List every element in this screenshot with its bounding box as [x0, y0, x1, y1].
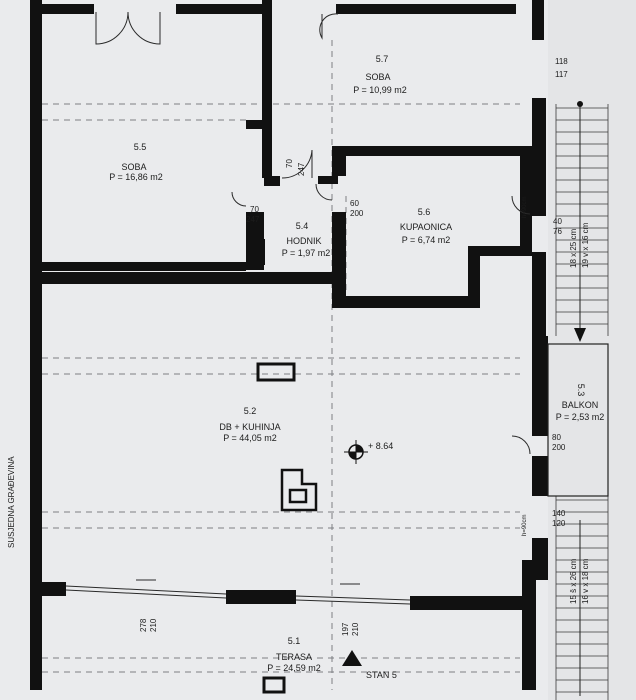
stair-spec-lower-line2: 16 v x 18 cm [581, 558, 590, 604]
walls [30, 0, 548, 694]
room-name: TERASA [276, 652, 312, 662]
parapet-height-lower: h=90cm [522, 514, 528, 536]
room-area: P = 44,05 m2 [223, 433, 277, 443]
dimension-text: 76 [553, 227, 562, 236]
dimension-text: 278 [139, 618, 148, 632]
level-marker [344, 440, 368, 464]
room-name: KUPAONICA [400, 222, 452, 232]
dimension-text: 118 [555, 57, 568, 66]
dimension-text: 70 [285, 159, 294, 168]
stair-spec-lower-line1: 15 š x 26 cm [569, 558, 578, 604]
room-label-5-4: 5.4 HODNIK P = 1,97 m2 [282, 221, 331, 258]
room-label-5-1: 5.1 TERASA P = 24,59 m2 [267, 636, 321, 673]
dimension-text: 200 [350, 209, 364, 218]
apartment-label: STAN 5 [366, 670, 397, 680]
dimension-text: 197 [341, 622, 350, 636]
room-label-5-7: 5.7 SOBA P = 10,99 m2 [353, 54, 407, 95]
dimension-text: 140 [552, 509, 566, 518]
stair-arrow-head-upper [574, 328, 586, 342]
dashed-guides [42, 40, 520, 690]
dimension-text: 247 [297, 162, 306, 176]
room-name: HODNIK [286, 236, 321, 246]
dimension-labels: 118 117 70 247 70 247 60 200 40 76 80 20… [139, 57, 568, 636]
room-name: SOBA [365, 72, 390, 82]
room-area: P = 10,99 m2 [353, 85, 407, 95]
dimension-text: 210 [149, 618, 158, 632]
dimension-text: 117 [555, 70, 568, 79]
room-label-5-5: 5.5 SOBA P = 16,86 m2 [109, 142, 163, 182]
parapet-height-upper: h=90cm [522, 196, 528, 218]
room-number: 5.4 [296, 221, 309, 231]
door-swings [95, 11, 531, 455]
room-label-5-2: 5.2 DB + KUHINJA P = 44,05 m2 [219, 406, 280, 443]
room-name: BALKON [562, 400, 599, 410]
stairs [555, 104, 609, 700]
room-number: 5.5 [134, 142, 147, 152]
room-number: 5.1 [288, 636, 301, 646]
room-number: 5.3 [576, 384, 586, 397]
dimension-text: 210 [351, 622, 360, 636]
room-area: P = 2,53 m2 [556, 412, 605, 422]
terrace-window-lines [65, 579, 411, 605]
room-name: SOBA [121, 162, 146, 172]
dimension-text: 80 [552, 433, 561, 442]
room-area: P = 16,86 m2 [109, 172, 163, 182]
room-area: P = 6,74 m2 [402, 235, 451, 245]
dimension-text: 200 [552, 443, 566, 452]
room-number: 5.6 [418, 207, 431, 217]
room-area: P = 24,59 m2 [267, 663, 321, 673]
chimney-block [280, 468, 318, 512]
dimension-text: 247 [246, 215, 260, 224]
right-strip [548, 0, 636, 700]
dimension-text: 60 [350, 199, 359, 208]
stair-spec-upper-line2: 19 v x 16 cm [581, 222, 590, 268]
balcony-outline [547, 343, 609, 497]
room-area: P = 1,97 m2 [282, 248, 331, 258]
level-mark-text: + 8.64 [368, 441, 393, 451]
room-number: 5.2 [244, 406, 257, 416]
neighbouring-building-label: SUSJEDNA GRAĐEVINA [7, 456, 16, 548]
room-label-5-6: 5.6 KUPAONICA P = 6,74 m2 [400, 207, 452, 245]
room-name: DB + KUHINJA [219, 422, 280, 432]
stair-arrow-start-dot [577, 101, 583, 107]
room-number: 5.7 [376, 54, 389, 64]
dimension-text: 70 [250, 205, 259, 214]
room-label-5-3: 5.3 BALKON P = 2,53 m2 [556, 384, 605, 422]
apartment-marker-triangle [342, 650, 362, 666]
stair-spec-upper-line1: 18 x 25 cm [569, 229, 578, 268]
dimension-text: 120 [552, 519, 566, 528]
dimension-text: 40 [553, 217, 562, 226]
